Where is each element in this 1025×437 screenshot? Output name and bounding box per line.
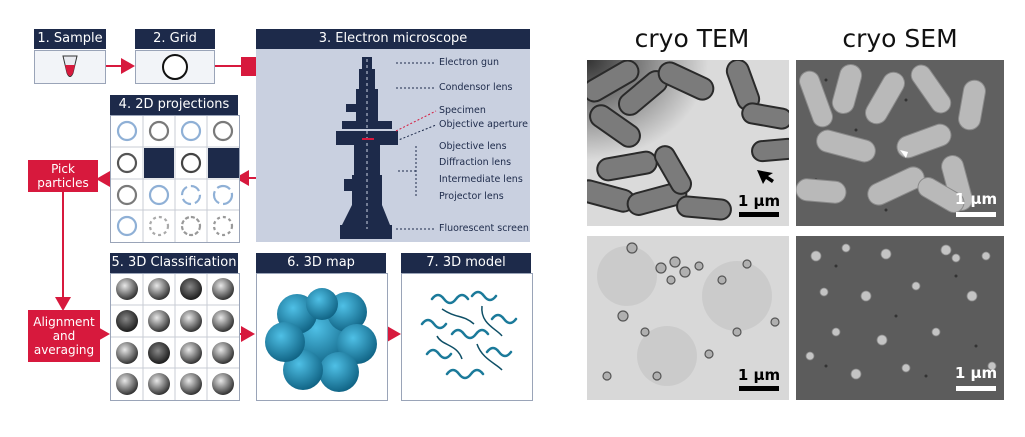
tem-bacteria-micrograph: 1 µm xyxy=(587,60,789,226)
sem-vesicles-micrograph: 1 µm xyxy=(796,236,1004,400)
classification-blobs-icon xyxy=(111,274,239,400)
cryo-tem-title: cryo TEM xyxy=(634,24,750,53)
projections-grid xyxy=(110,115,240,243)
label-projector-lens: Projector lens xyxy=(439,191,504,202)
label-intermediate-lens: Intermediate lens xyxy=(439,174,523,185)
microscope-header: 3. Electron microscope xyxy=(256,29,530,49)
projections-rings-icon xyxy=(111,116,239,242)
tem-top-scale-bar xyxy=(739,212,779,217)
sample-tube-icon xyxy=(62,55,78,77)
classification-grid xyxy=(110,273,240,401)
model-ribbon-icon xyxy=(420,290,518,380)
label-fluorescent-screen: Fluorescent screen xyxy=(439,223,529,234)
map-header: 6. 3D map xyxy=(256,253,386,273)
label-diffraction-lens: Diffraction lens xyxy=(439,157,512,168)
tem-bottom-scale-label: 1 µm xyxy=(737,366,781,384)
sem-bottom-scale-label: 1 µm xyxy=(954,364,998,382)
tem-vesicles-image xyxy=(587,236,789,400)
map-panel xyxy=(256,273,388,401)
label-condensor-lens: Condensor lens xyxy=(439,82,513,93)
grid-panel xyxy=(135,50,215,84)
sem-bottom-scale-bar xyxy=(956,386,996,391)
sample-header: 1. Sample xyxy=(34,29,106,49)
map-density-icon xyxy=(265,288,377,392)
label-objective-lens: Objective lens xyxy=(439,141,507,152)
model-panel xyxy=(401,273,533,401)
pick-particles-label: Pick particles xyxy=(28,160,98,192)
microscope-panel: Electron gun Condensor lens Specimen Obj… xyxy=(256,49,530,242)
sem-bacteria-image xyxy=(796,60,1004,226)
tem-vesicles-micrograph: 1 µm xyxy=(587,236,789,400)
tem-bacteria-image xyxy=(587,60,789,226)
label-electron-gun: Electron gun xyxy=(439,57,500,68)
microscope-column-icon xyxy=(336,57,437,239)
model-header: 7. 3D model xyxy=(401,253,531,273)
sem-top-scale-label: 1 µm xyxy=(954,190,998,208)
sem-bacteria-micrograph: 1 µm xyxy=(796,60,1004,226)
sample-panel xyxy=(34,50,106,84)
sem-vesicles-image xyxy=(796,236,1004,400)
grid-circle-icon xyxy=(162,54,188,80)
label-specimen: Specimen xyxy=(439,105,486,116)
sem-top-scale-bar xyxy=(956,212,996,217)
projections-header: 4. 2D projections xyxy=(110,95,238,115)
tem-bottom-scale-bar xyxy=(739,386,779,391)
alignment-averaging-label: Alignment and averaging xyxy=(28,310,100,362)
tem-top-scale-label: 1 µm xyxy=(737,192,781,210)
label-objective-aperture: Objective aperture xyxy=(439,119,528,130)
cryo-sem-title: cryo SEM xyxy=(842,24,958,53)
grid-header: 2. Grid xyxy=(135,29,215,49)
classification-header: 5. 3D Classification xyxy=(110,253,238,273)
